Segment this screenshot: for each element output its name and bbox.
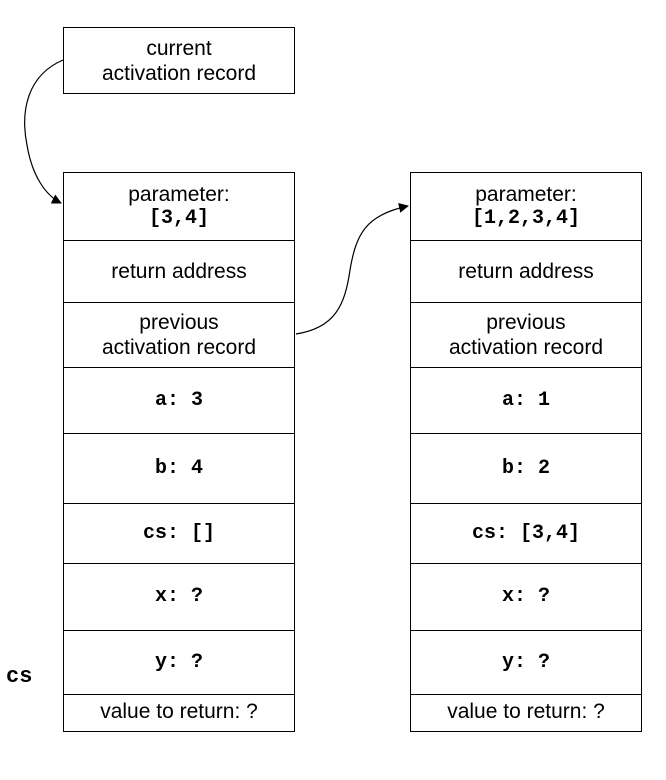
right-var-cs: cs: [3,4] [471,521,581,545]
left-var-b-cell: b: 4 [64,434,294,504]
left-value-to-return: value to return: ? [100,700,258,723]
left-var-x: x: ? [154,585,203,608]
right-previous-line1: previous [486,311,566,334]
right-var-cs-cell: cs: [3,4] [411,504,641,564]
left-previous-line1: previous [139,311,219,334]
right-value-to-return-cell: value to return: ? [411,695,641,733]
left-var-a: a: 3 [154,388,203,412]
right-previous-line2: activation record [448,336,604,359]
right-var-y: y: ? [501,650,550,674]
current-line2: activation record [101,61,257,85]
right-parameter-cell: parameter: [1,2,3,4] [411,173,641,241]
left-parameter-value: [3,4] [148,207,209,230]
left-parameter-label: parameter: [128,183,230,206]
left-return-address: return address [111,260,247,283]
left-return-address-cell: return address [64,241,294,303]
right-return-address: return address [458,260,594,283]
right-var-b: b: 2 [501,456,550,480]
right-var-x-cell: x: ? [411,564,641,631]
right-activation-frame: parameter: [1,2,3,4] return address prev… [410,172,642,732]
left-value-to-return-cell: value to return: ? [64,695,294,733]
right-return-address-cell: return address [411,241,641,303]
right-var-b-cell: b: 2 [411,434,641,504]
left-var-cs: cs: [] [142,521,215,545]
left-var-y: y: ? [154,650,203,674]
left-var-x-cell: x: ? [64,564,294,631]
side-label-cs: cs [6,664,33,689]
left-parameter-cell: parameter: [3,4] [64,173,294,241]
right-parameter-value: [1,2,3,4] [471,207,581,230]
right-value-to-return: value to return: ? [447,700,605,723]
left-var-a-cell: a: 3 [64,368,294,434]
current-activation-record-cell: current activation record [64,28,294,93]
left-var-cs-cell: cs: [] [64,504,294,564]
right-var-a: a: 1 [501,388,550,412]
right-previous-record-cell: previous activation record [411,303,641,368]
current-activation-record-box: current activation record [63,27,295,94]
left-to-right-arrow [295,202,409,335]
left-previous-line2: activation record [101,336,257,359]
left-var-b: b: 4 [154,456,203,480]
right-parameter-label: parameter: [475,183,577,206]
left-var-y-cell: y: ? [64,631,294,695]
right-var-a-cell: a: 1 [411,368,641,434]
right-var-y-cell: y: ? [411,631,641,695]
current-line1: current [146,36,212,60]
left-activation-frame: parameter: [3,4] return address previous… [63,172,295,732]
right-var-x: x: ? [501,585,550,608]
left-previous-record-cell: previous activation record [64,303,294,368]
current-to-left-arrow [24,59,64,204]
